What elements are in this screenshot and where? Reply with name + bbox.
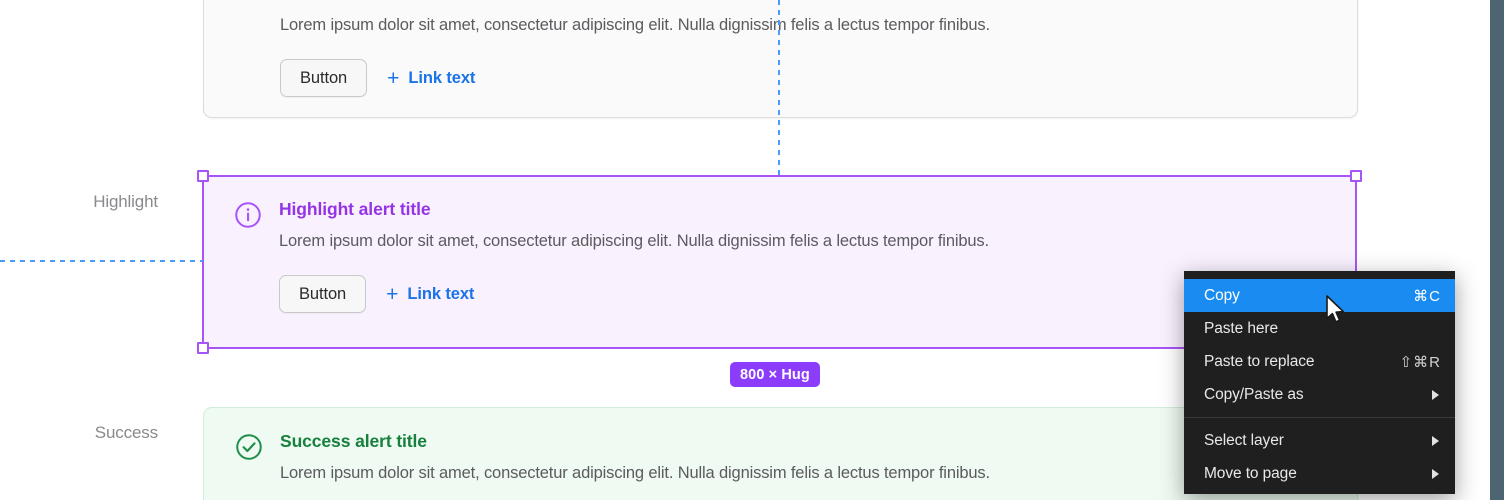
alert-description: Lorem ipsum dolor sit amet, consectetur … [280, 464, 990, 482]
menu-item-copy[interactable]: Copy ⌘C [1184, 279, 1455, 312]
selection-edge-top [203, 175, 1356, 177]
alert-link-label: Link text [408, 68, 476, 87]
menu-item-label: Copy [1204, 286, 1240, 304]
selection-handle-top-right[interactable] [1350, 170, 1362, 182]
selection-edge-left [202, 175, 204, 349]
row-label-highlight: Highlight [93, 192, 158, 211]
submenu-arrow-icon [1432, 389, 1439, 400]
info-circle-icon [233, 198, 263, 235]
menu-item-paste-here[interactable]: Paste here [1184, 312, 1455, 345]
plus-icon: + [386, 282, 399, 306]
context-menu[interactable]: Copy ⌘C Paste here Paste to replace ⇧⌘R … [1184, 271, 1455, 494]
alert-description: Lorem ipsum dolor sit amet, consectetur … [280, 16, 990, 34]
menu-item-shortcut: ⌘C [1413, 287, 1441, 305]
alert-card-success[interactable]: Success alert title Lorem ipsum dolor si… [203, 407, 1358, 500]
alert-title: Success alert title [280, 431, 427, 451]
plus-icon: + [387, 66, 400, 90]
menu-item-copy-paste-as[interactable]: Copy/Paste as [1184, 378, 1455, 411]
alert-button[interactable]: Button [279, 275, 367, 313]
menu-item-move-to-page[interactable]: Move to page [1184, 457, 1455, 490]
menu-item-shortcut: ⇧⌘R [1399, 353, 1441, 371]
alert-card-highlight[interactable]: Highlight alert title Lorem ipsum dolor … [203, 176, 1356, 348]
right-panel-strip[interactable] [1490, 0, 1504, 500]
alert-link[interactable]: + Link text [387, 68, 475, 89]
check-circle-icon [234, 430, 264, 467]
menu-separator [1184, 417, 1455, 418]
alert-icon-placeholder [234, 13, 264, 15]
menu-item-label: Move to page [1204, 464, 1297, 482]
smart-guide-vertical [778, 0, 780, 176]
menu-item-label: Paste to replace [1204, 352, 1315, 370]
menu-item-select-layer[interactable]: Select layer [1184, 424, 1455, 457]
menu-item-label: Copy/Paste as [1204, 385, 1304, 403]
menu-item-label: Paste here [1204, 319, 1278, 337]
selection-handle-top-left[interactable] [197, 170, 209, 182]
smart-guide-horizontal [0, 260, 203, 262]
alert-title: Highlight alert title [279, 199, 431, 219]
menu-item-label: Select layer [1204, 431, 1284, 449]
submenu-arrow-icon [1432, 435, 1439, 446]
submenu-arrow-icon [1432, 468, 1439, 479]
size-badge: 800 × Hug [730, 362, 820, 387]
alert-button[interactable]: Button [280, 59, 368, 97]
alert-link-label: Link text [407, 284, 475, 303]
selection-handle-bottom-left[interactable] [197, 342, 209, 354]
selection-edge-right [1355, 175, 1357, 349]
canvas-right-gap [1455, 0, 1490, 500]
alert-description: Lorem ipsum dolor sit amet, consectetur … [279, 232, 989, 250]
alert-link[interactable]: + Link text [386, 284, 474, 305]
menu-item-paste-to-replace[interactable]: Paste to replace ⇧⌘R [1184, 345, 1455, 378]
row-label-success: Success [94, 423, 158, 442]
alert-card-default[interactable]: Lorem ipsum dolor sit amet, consectetur … [203, 0, 1358, 118]
selection-edge-bottom [203, 347, 1356, 349]
